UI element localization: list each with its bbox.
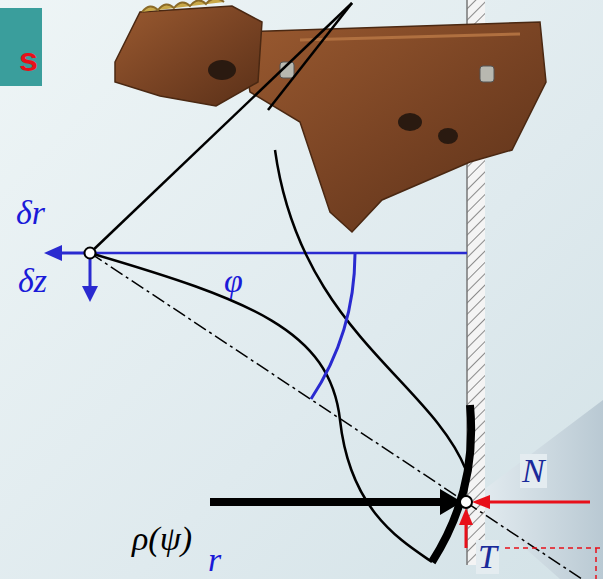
blade bbox=[432, 405, 471, 562]
link-line bbox=[90, 3, 352, 253]
contact-point bbox=[460, 496, 472, 508]
displacement-label: δz bbox=[16, 264, 49, 298]
force-label: N bbox=[520, 454, 547, 488]
arrow-head bbox=[472, 495, 490, 509]
arrow-head bbox=[440, 489, 462, 515]
force-label: ρ(ψ) bbox=[130, 522, 194, 556]
horizontal-line bbox=[90, 252, 467, 255]
friction-cone bbox=[470, 400, 603, 579]
symbol-label: r bbox=[206, 543, 223, 577]
dashed-line bbox=[505, 547, 603, 549]
tab-box: s bbox=[0, 8, 42, 86]
dashed-line bbox=[595, 548, 597, 579]
tab-letter: s bbox=[19, 42, 38, 76]
friction-force-arrow bbox=[465, 522, 468, 548]
tine-curve bbox=[90, 253, 432, 562]
force-arrow bbox=[210, 498, 442, 506]
arrow-head bbox=[82, 286, 98, 302]
angle-arc bbox=[311, 253, 355, 399]
arrow-head bbox=[44, 245, 62, 261]
dash-dot-line bbox=[90, 253, 603, 579]
displacement-label: δr bbox=[14, 196, 47, 230]
tine-curve bbox=[275, 150, 466, 470]
tool-photo bbox=[115, 0, 546, 232]
pivot bbox=[85, 248, 96, 259]
angle-label: φ bbox=[222, 264, 245, 298]
arrow-head bbox=[459, 508, 473, 525]
force-label: T bbox=[476, 540, 499, 574]
link-line bbox=[268, 3, 352, 110]
normal-force-arrow bbox=[486, 501, 590, 504]
